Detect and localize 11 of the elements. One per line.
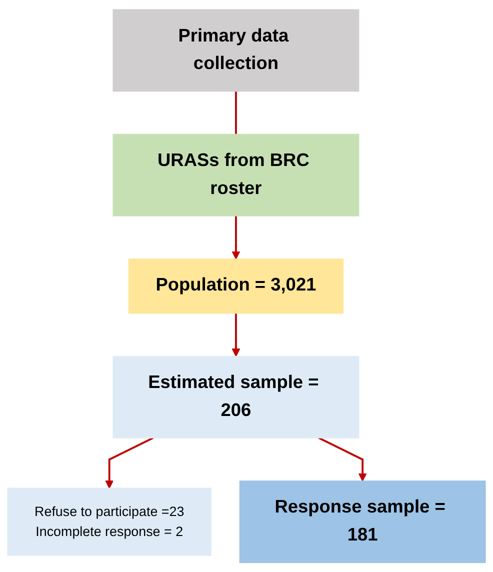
arrow — [105, 436, 154, 488]
node-box: URASs from BRC roster — [112, 134, 360, 216]
arrow — [318, 436, 367, 482]
node-box: Refuse to participate =23 Incomplete response = 2 — [7, 488, 212, 556]
node-box: Primary data collection — [112, 9, 360, 92]
node-box: Population = 3,021 — [128, 258, 344, 314]
arrow — [232, 313, 240, 357]
node-box: Response sample = 181 — [239, 480, 486, 563]
node-box: Estimated sample = 206 — [112, 356, 360, 438]
arrow — [232, 216, 240, 260]
connector — [235, 91, 237, 134]
